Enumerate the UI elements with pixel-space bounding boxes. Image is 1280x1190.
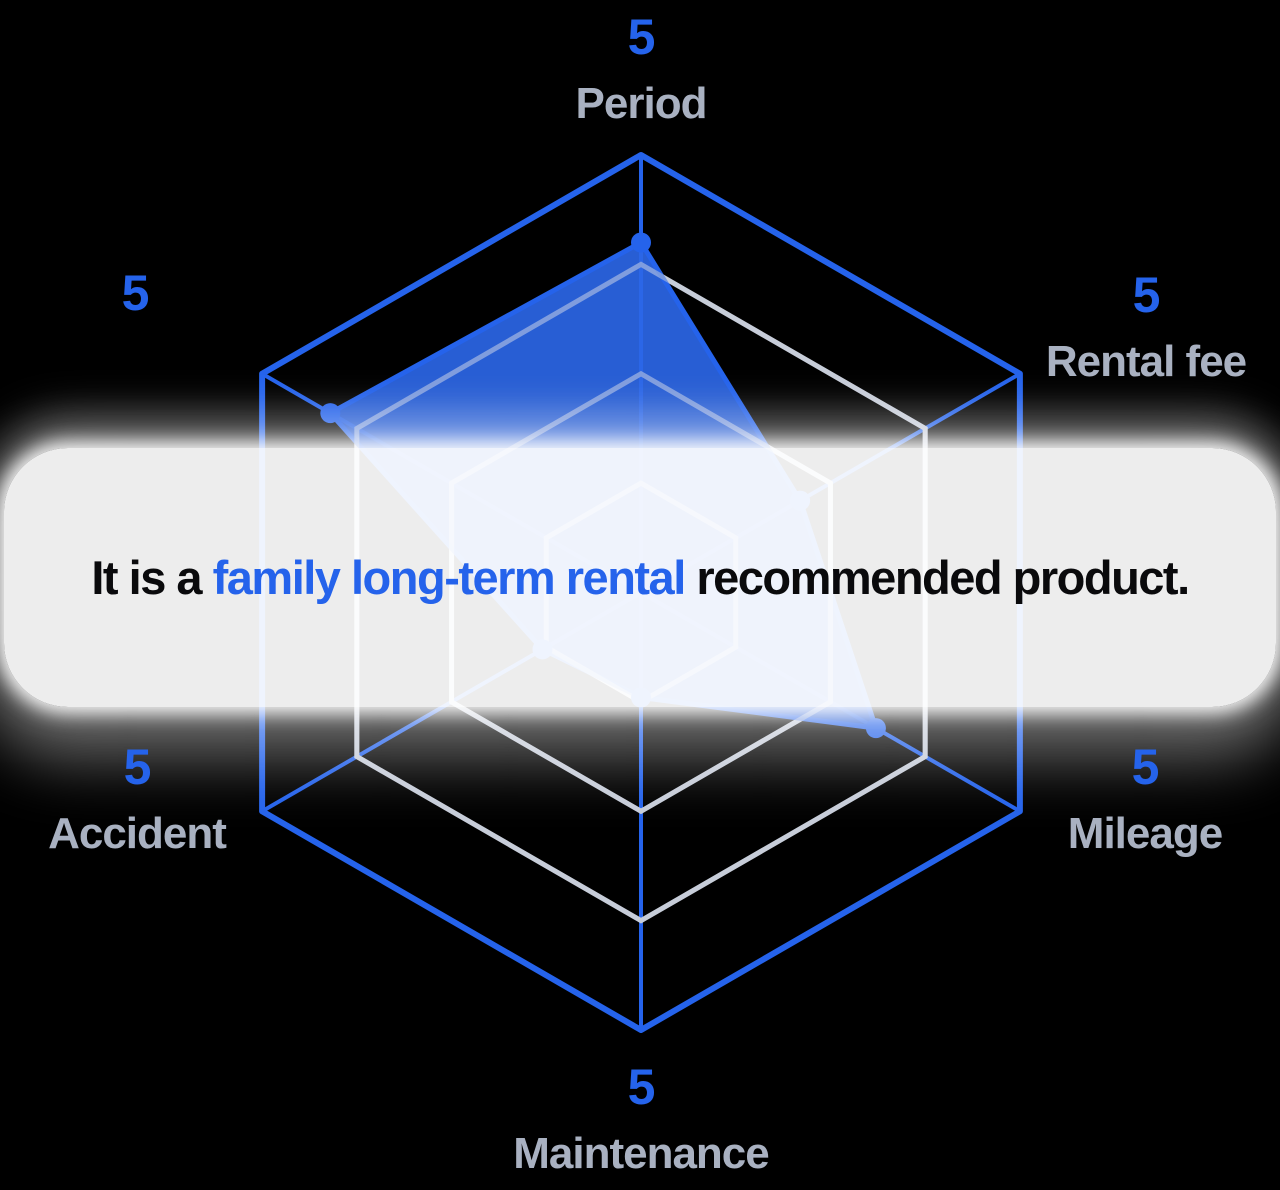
recommendation-banner: It is a family long-term rental recommen… — [4, 448, 1276, 707]
radar-outer-ring — [259, 152, 1023, 1033]
recommendation-text: It is a family long-term rental recommen… — [91, 550, 1190, 605]
recommendation-text-prefix: It is a — [91, 551, 213, 604]
recommendation-text-suffix: recommended product. — [684, 551, 1190, 604]
recommendation-text-highlight: family long-term rental — [212, 551, 687, 604]
